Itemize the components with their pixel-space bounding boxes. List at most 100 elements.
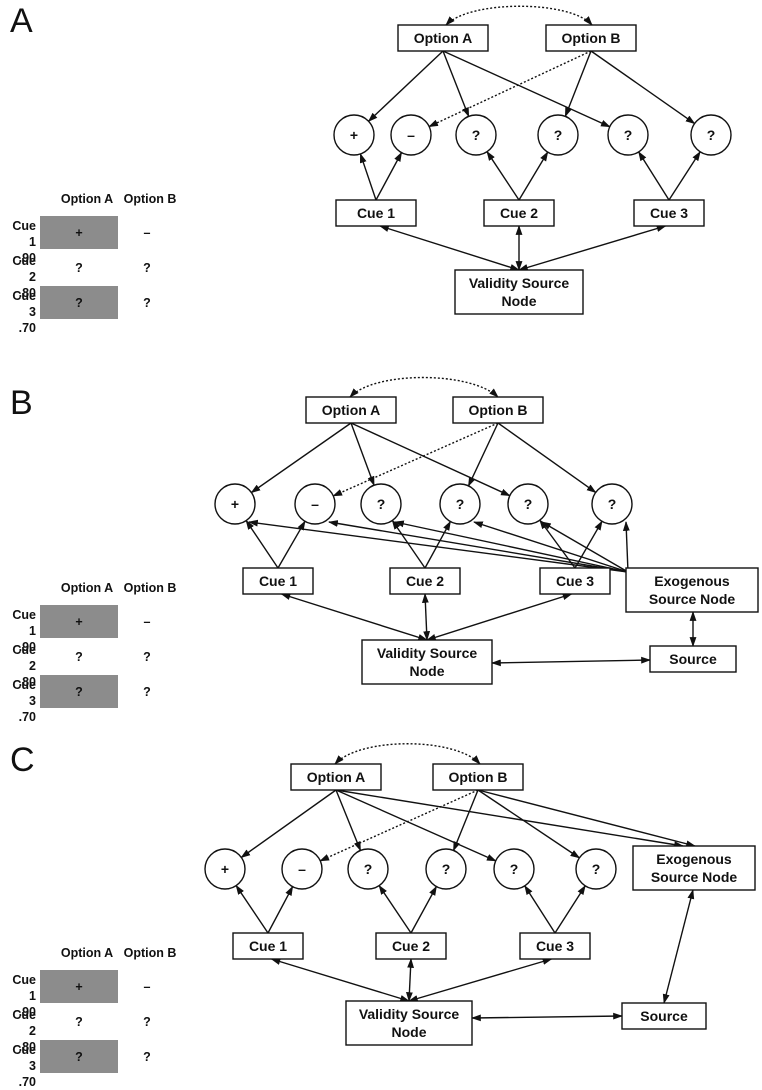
option-a-node-label: Option A (322, 402, 381, 418)
edge-arrow (424, 520, 452, 569)
option-a-cell: ? (40, 675, 118, 708)
column-header-option-a: Option A (60, 581, 114, 595)
option-link-curve (349, 376, 499, 398)
option-b-node: Option B (545, 24, 637, 52)
edge-arrow (421, 593, 431, 641)
cue-1-node-box (335, 199, 417, 227)
cue-value-circle (204, 848, 246, 890)
cue-3-node: Cue 3 (539, 567, 611, 595)
cue-1-node-box (242, 567, 314, 595)
table-row: Cue 1.90+– (2, 970, 182, 1019)
option-b-node-label: Option B (561, 30, 620, 46)
cue-label: Cue 1.90 (12, 973, 36, 1019)
cue-3-node: Cue 3 (519, 932, 591, 960)
cue-value-node: ? (347, 848, 389, 890)
edge-arrow (410, 885, 438, 934)
cue-1-node: Cue 1 (335, 199, 417, 227)
cue-label: Cue 1.90 (12, 608, 36, 654)
edge-arrow (350, 422, 511, 497)
exogenous-source-node-box (632, 845, 756, 891)
edge-arrow (638, 151, 670, 201)
edge-arrow (379, 225, 520, 271)
cue-3-node: Cue 3 (633, 199, 705, 227)
source-node: Source (649, 645, 737, 673)
edge-arrow (280, 593, 428, 641)
edge-arrow (375, 151, 403, 201)
edge-arrow (452, 789, 479, 852)
option-a-cell: ? (40, 286, 118, 319)
cue-2-node-box (375, 932, 447, 960)
cue-value-node: ? (360, 483, 402, 525)
option-a-cell: + (40, 216, 118, 249)
cue-2-node-label: Cue 2 (392, 938, 430, 954)
cue-value-circle (591, 483, 633, 525)
option-b-node-box (452, 396, 544, 424)
cue-value-node: ? (455, 114, 497, 156)
option-a-node: Option A (397, 24, 489, 52)
validity-source-node-label: Validity Source (377, 645, 478, 661)
cue-value-node: + (204, 848, 246, 890)
cue-3-node-box (539, 567, 611, 595)
validity-source-node-box (345, 1000, 473, 1046)
cue-3-node-box (519, 932, 591, 960)
cue-value-node: – (294, 483, 336, 525)
edge-arrow (518, 225, 667, 271)
edge-arrow (668, 150, 701, 201)
option-b-cell: ? (143, 1049, 151, 1064)
table-row: Cue 3.70?? (2, 675, 182, 724)
panel-letter: C (10, 741, 35, 779)
cue-value-symbol: – (407, 127, 415, 143)
validity-source-node-box (361, 639, 493, 685)
cue-value-circle (455, 114, 497, 156)
option-a-node-box (397, 24, 489, 52)
edge-arrow (564, 50, 592, 118)
validity-source-node-label: Node (392, 1024, 427, 1040)
cue-value-symbol: ? (364, 861, 373, 877)
edge-arrow (471, 1012, 623, 1022)
cue-label: Cue 3.70 (12, 678, 36, 724)
option-b-cell: – (143, 225, 151, 240)
column-header-option-b: Option B (123, 192, 177, 206)
option-b-cell: ? (143, 295, 151, 310)
option-a-cell: ? (75, 1014, 83, 1029)
option-a-node-box (305, 396, 397, 424)
column-header-option-a: Option A (60, 946, 114, 960)
cue-value-node: ? (493, 848, 535, 890)
edge-arrow (335, 789, 684, 848)
cue-3-node-label: Cue 3 (536, 938, 574, 954)
option-a-node-label: Option A (414, 30, 473, 46)
edge-arrow (442, 50, 470, 118)
cue-value-symbol: ? (554, 127, 563, 143)
cue-2-node: Cue 2 (389, 567, 461, 595)
option-a-cell: ? (40, 1040, 118, 1073)
cue-value-node: – (390, 114, 432, 156)
cue-value-circle (281, 848, 323, 890)
validity-source-node-label: Validity Source (469, 275, 570, 291)
column-header-option-a: Option A (60, 192, 114, 206)
cue-label: Cue 3.70 (12, 289, 36, 335)
edge-arrow (335, 789, 362, 852)
cue-value-symbol: ? (456, 496, 465, 512)
edge-arrow (394, 520, 629, 573)
cue-value-circle (607, 114, 649, 156)
option-a-cell: ? (75, 260, 83, 275)
cue-value-circle (690, 114, 732, 156)
edge-arrow (391, 519, 426, 569)
table-row: Cue 3.70?? (2, 286, 182, 335)
cue-value-symbol: – (311, 496, 319, 512)
edge-arrow (378, 884, 412, 934)
cue-label: Cue 1.90 (12, 219, 36, 265)
cue-2-node: Cue 2 (375, 932, 447, 960)
edge-arrow (554, 885, 586, 934)
cue-value-circle (575, 848, 617, 890)
edge-arrow (248, 519, 629, 573)
cue-value-node: ? (439, 483, 481, 525)
edge-arrow (541, 521, 629, 573)
edge-arrow (245, 519, 279, 569)
cue-value-symbol: + (221, 861, 229, 877)
